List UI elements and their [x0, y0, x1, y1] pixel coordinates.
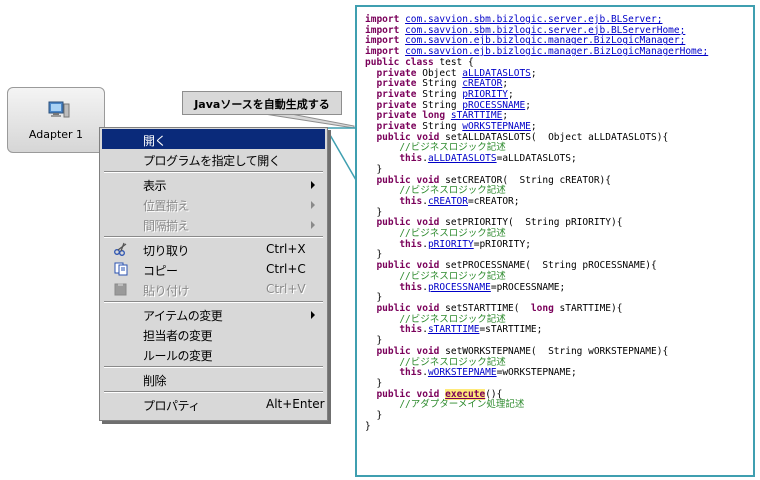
- code-line: public void setPRIORITY( String pRIORITY…: [376, 217, 623, 229]
- callout-pointer: [257, 112, 355, 129]
- code-line: this.cREATOR=cREATOR;: [399, 195, 520, 207]
- code-line: //ビジネスロジック記述: [365, 185, 506, 197]
- menu-item-label: プロパティ: [143, 399, 200, 413]
- code-line: }: [365, 377, 383, 389]
- code-line: this.pRIORITY=pRIORITY;: [399, 238, 531, 250]
- menu-item-change-assignee[interactable]: 担当者の変更: [102, 324, 325, 344]
- menu-item-shortcut: Ctrl+C: [266, 262, 306, 276]
- menu-item-label: 開く: [143, 134, 167, 148]
- callout-text: Javaソースを自動生成する: [194, 98, 330, 111]
- submenu-arrow-icon: [311, 221, 315, 229]
- code-line: }: [365, 335, 383, 347]
- code-line: public void setALLDATASLOTS( Object aLLD…: [376, 131, 669, 143]
- menu-separator: [104, 366, 323, 368]
- code-line: this.pROCESSNAME=pROCESSNAME;: [399, 281, 566, 293]
- code-line: this.aLLDATASLOTS=aLLDATASLOTS;: [399, 153, 577, 165]
- code-line: this.wORKSTEPNAME=wORKSTEPNAME;: [399, 367, 577, 379]
- menu-item-label: 削除: [143, 374, 167, 388]
- menu-separator: [104, 301, 323, 303]
- menu-item-copy[interactable]: コピー Ctrl+C: [102, 259, 325, 279]
- code-line: public void setPROCESSNAME( String pROCE…: [376, 260, 657, 272]
- scissors-icon: [114, 242, 128, 256]
- code-line: //ビジネスロジック記述: [365, 228, 506, 240]
- code-line: private long sTARTTIME;: [376, 110, 509, 122]
- menu-item-change-item[interactable]: アイテムの変更: [102, 304, 325, 324]
- code-line: public void setCREATOR( String cREATOR){: [376, 174, 611, 186]
- menu-item-label: コピー: [143, 264, 178, 278]
- code-line: //アダプターメイン処理記述: [365, 399, 525, 411]
- computer-icon: [48, 101, 70, 119]
- menu-item-properties[interactable]: プロパティ Alt+Enter: [102, 394, 325, 414]
- menu-item-align[interactable]: 位置揃え: [102, 194, 325, 214]
- menu-item-label: 表示: [143, 179, 167, 193]
- code-line: }: [365, 410, 383, 422]
- code-line: }: [365, 249, 383, 261]
- code-line: import com.savvion.sbm.bizlogic.server.e…: [365, 14, 663, 25]
- menu-separator: [104, 171, 323, 173]
- menu-item-delete[interactable]: 削除: [102, 369, 325, 389]
- connector-line-1: [325, 127, 357, 181]
- menu-item-label: 位置揃え: [143, 199, 190, 213]
- code-line: }: [365, 163, 383, 175]
- submenu-arrow-icon: [311, 311, 315, 319]
- copy-icon: [114, 262, 128, 276]
- java-source-panel[interactable]: import com.savvion.sbm.bizlogic.server.e…: [355, 5, 755, 477]
- menu-item-shortcut: Alt+Enter: [266, 397, 325, 411]
- code-line: public void setSTARTTIME( long sTARTTIME…: [376, 302, 623, 314]
- code-line: }: [365, 292, 383, 304]
- code-line: import com.savvion.sbm.bizlogic.server.e…: [365, 24, 686, 36]
- code-line: private String pRIORITY;: [376, 88, 514, 100]
- code-line: }: [365, 206, 383, 218]
- menu-item-paste[interactable]: 貼り付け Ctrl+V: [102, 279, 325, 299]
- menu-item-change-rule[interactable]: ルールの変更: [102, 344, 325, 364]
- menu-item-label: アイテムの変更: [143, 309, 223, 323]
- code-line: public void execute(){: [376, 388, 503, 400]
- java-source-code: import com.savvion.sbm.bizlogic.server.e…: [365, 14, 709, 432]
- callout-box: Javaソースを自動生成する: [182, 91, 342, 115]
- menu-separator: [104, 236, 323, 238]
- adapter-label: Adapter 1: [28, 128, 84, 141]
- menu-item-spacing[interactable]: 間隔揃え: [102, 214, 325, 234]
- code-line: //ビジネスロジック記述: [365, 356, 506, 368]
- menu-item-cut[interactable]: 切り取り Ctrl+X: [102, 239, 325, 259]
- submenu-arrow-icon: [311, 201, 315, 209]
- menu-item-label: ルールの変更: [143, 349, 213, 363]
- code-line: public void setWORKSTEPNAME( String wORK…: [376, 345, 669, 357]
- menu-item-view[interactable]: 表示: [102, 174, 325, 194]
- code-line: //ビジネスロジック記述: [365, 270, 506, 282]
- code-line: private String wORKSTEPNAME;: [376, 121, 537, 133]
- adapter-node[interactable]: Adapter 1: [7, 87, 105, 153]
- code-line: //ビジネスロジック記述: [365, 142, 506, 154]
- menu-item-label: 切り取り: [143, 244, 190, 258]
- menu-item-open[interactable]: 開く: [102, 129, 325, 149]
- submenu-arrow-icon: [311, 181, 315, 189]
- menu-item-open-with[interactable]: プログラムを指定して開く: [102, 149, 325, 169]
- code-line: this.sTARTTIME=sTARTTIME;: [399, 324, 543, 336]
- menu-item-label: 担当者の変更: [143, 329, 213, 343]
- menu-item-shortcut: Ctrl+V: [266, 282, 306, 296]
- code-line: private String pROCESSNAME;: [376, 99, 531, 111]
- menu-item-label: 貼り付け: [143, 284, 190, 298]
- menu-item-label: プログラムを指定して開く: [143, 154, 281, 168]
- code-line: private String cREATOR;: [376, 78, 509, 90]
- code-line: //ビジネスロジック記述: [365, 313, 506, 325]
- menu-separator: [104, 391, 323, 393]
- code-line: import com.savvion.ejb.bizlogic.manager.…: [365, 35, 686, 47]
- paste-icon: [114, 282, 128, 296]
- menu-item-shortcut: Ctrl+X: [266, 242, 306, 256]
- code-line: }: [365, 420, 371, 432]
- code-line: public class test {: [365, 56, 474, 68]
- code-line: private Object aLLDATASLOTS;: [376, 67, 537, 79]
- code-line: import com.savvion.ejb.bizlogic.manager.…: [365, 46, 709, 58]
- menu-item-label: 間隔揃え: [143, 219, 190, 233]
- context-menu: 開く プログラムを指定して開く 表示 位置揃え 間隔揃え 切り取り Ctrl+X: [99, 127, 328, 421]
